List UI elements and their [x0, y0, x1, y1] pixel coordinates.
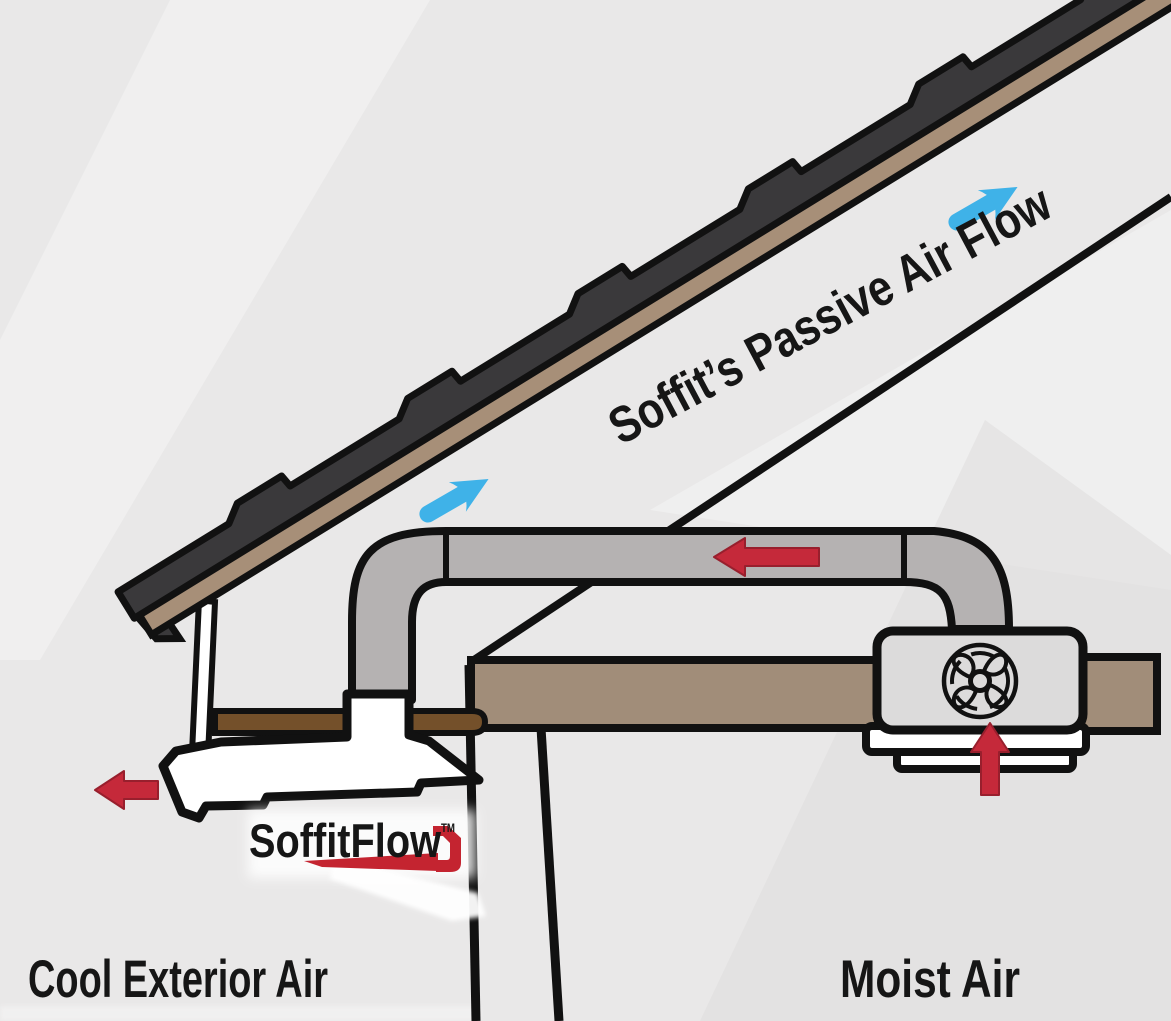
fascia-post [188, 596, 219, 760]
fan-icon [941, 642, 1019, 720]
soffit-board-left [212, 708, 351, 736]
arrow-blue-shaft [948, 193, 1001, 231]
fan-blade [951, 685, 979, 710]
streak-left [0, 0, 430, 660]
logo-text: SoffitFlow [249, 814, 441, 867]
arrow-blue-shaft [419, 485, 472, 523]
logo-swoosh-hook [433, 826, 461, 872]
soffit-board-right [401, 708, 489, 736]
attic-floor-left [467, 656, 885, 732]
fan-ring-outer [941, 642, 1019, 720]
cool-exterior-air-label: Cool Exterior Air [28, 950, 328, 1009]
fan-ring-inner [950, 651, 1010, 711]
arrow-red-fan-intake [970, 722, 1010, 796]
duct [348, 527, 1013, 704]
roof [114, 0, 1171, 643]
arrow-blue-head [977, 187, 1018, 220]
wall-right-line [536, 727, 564, 1021]
fan-hub [968, 669, 992, 693]
streak-bottom-left [0, 1006, 480, 1021]
soffit-vent-body [158, 689, 484, 823]
logo-underglow-streak [330, 858, 486, 921]
red-arrows [94, 537, 1010, 810]
logo-trademark: TM [441, 821, 455, 835]
fan-blade [984, 682, 1009, 710]
roof-shingles [114, 0, 1171, 622]
arrow-red-duct-flow [713, 537, 820, 577]
arrow-blue-roof-lower [419, 479, 489, 523]
fan-blade [981, 652, 1009, 677]
moist-air-label: Moist Air [840, 950, 1020, 1009]
arrow-red-soffit-exhaust [94, 770, 159, 810]
logo-swoosh-bar [304, 853, 438, 871]
attic-floor-right [1077, 653, 1161, 735]
arrow-blue-roof-upper [948, 187, 1018, 231]
fan-blades [951, 652, 1009, 710]
duct-body [348, 527, 1013, 704]
fan-housing [872, 626, 1088, 735]
arrow-blue-head [448, 479, 489, 512]
fan-blade [951, 652, 976, 680]
logo: SoffitFlow TM [248, 810, 486, 921]
